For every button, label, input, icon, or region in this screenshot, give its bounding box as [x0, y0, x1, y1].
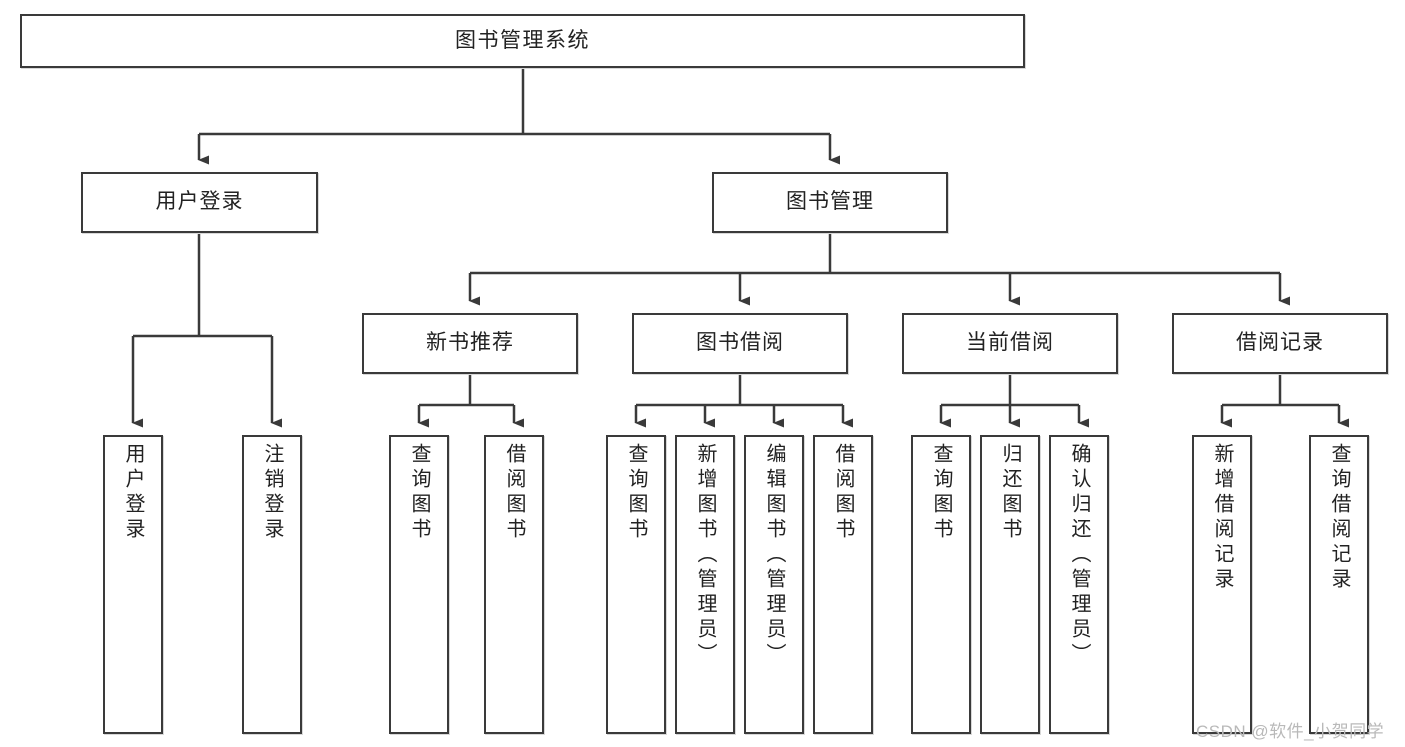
- node-user-login[interactable]: 用户登录: [81, 172, 318, 233]
- node-book-borrow[interactable]: 图书借阅: [632, 313, 848, 374]
- node-label: 当前借阅: [966, 331, 1054, 355]
- node-leaf-query-book-current[interactable]: 查询图书: [911, 435, 971, 734]
- node-leaf-add-borrow-record[interactable]: 新增借阅记录: [1192, 435, 1252, 734]
- node-label: 借阅记录: [1236, 331, 1324, 355]
- node-label: 查询借阅记录: [1328, 443, 1350, 593]
- node-label: 查询图书: [625, 443, 647, 543]
- node-leaf-logout[interactable]: 注销登录: [242, 435, 302, 734]
- node-label: 编辑图书（管理员）: [763, 443, 785, 668]
- node-label: 图书管理: [786, 190, 874, 214]
- node-leaf-borrow-book[interactable]: 借阅图书: [813, 435, 873, 734]
- node-leaf-confirm-return-admin[interactable]: 确认归还（管理员）: [1049, 435, 1109, 734]
- node-label: 查询图书: [930, 443, 952, 543]
- node-new-book-recommend[interactable]: 新书推荐: [362, 313, 578, 374]
- node-label: 用户登录: [122, 443, 144, 543]
- node-borrow-record[interactable]: 借阅记录: [1172, 313, 1388, 374]
- node-label: 新书推荐: [426, 331, 514, 355]
- node-label: 新增图书（管理员）: [694, 443, 716, 668]
- node-leaf-query-book-borrow[interactable]: 查询图书: [606, 435, 666, 734]
- node-leaf-query-borrow-record[interactable]: 查询借阅记录: [1309, 435, 1369, 734]
- node-book-management[interactable]: 图书管理: [712, 172, 948, 233]
- node-leaf-edit-book-admin[interactable]: 编辑图书（管理员）: [744, 435, 804, 734]
- node-label: 借阅图书: [503, 443, 525, 543]
- node-leaf-query-book-recommend[interactable]: 查询图书: [389, 435, 449, 734]
- node-label: 归还图书: [999, 443, 1021, 543]
- node-leaf-add-book-admin[interactable]: 新增图书（管理员）: [675, 435, 735, 734]
- node-label: 借阅图书: [832, 443, 854, 543]
- node-label: 图书管理系统: [455, 28, 590, 52]
- node-label: 确认归还（管理员）: [1068, 443, 1090, 668]
- node-label: 查询图书: [408, 443, 430, 543]
- node-root-system[interactable]: 图书管理系统: [20, 14, 1025, 68]
- watermark-text: CSDN @软件_小贺同学: [1196, 722, 1385, 741]
- node-leaf-borrow-book-recommend[interactable]: 借阅图书: [484, 435, 544, 734]
- node-label: 图书借阅: [696, 331, 784, 355]
- node-leaf-user-login[interactable]: 用户登录: [103, 435, 163, 734]
- node-label: 用户登录: [155, 190, 244, 214]
- node-label: 新增借阅记录: [1211, 443, 1233, 593]
- node-label: 注销登录: [261, 443, 283, 543]
- node-leaf-return-book[interactable]: 归还图书: [980, 435, 1040, 734]
- node-current-borrow[interactable]: 当前借阅: [902, 313, 1118, 374]
